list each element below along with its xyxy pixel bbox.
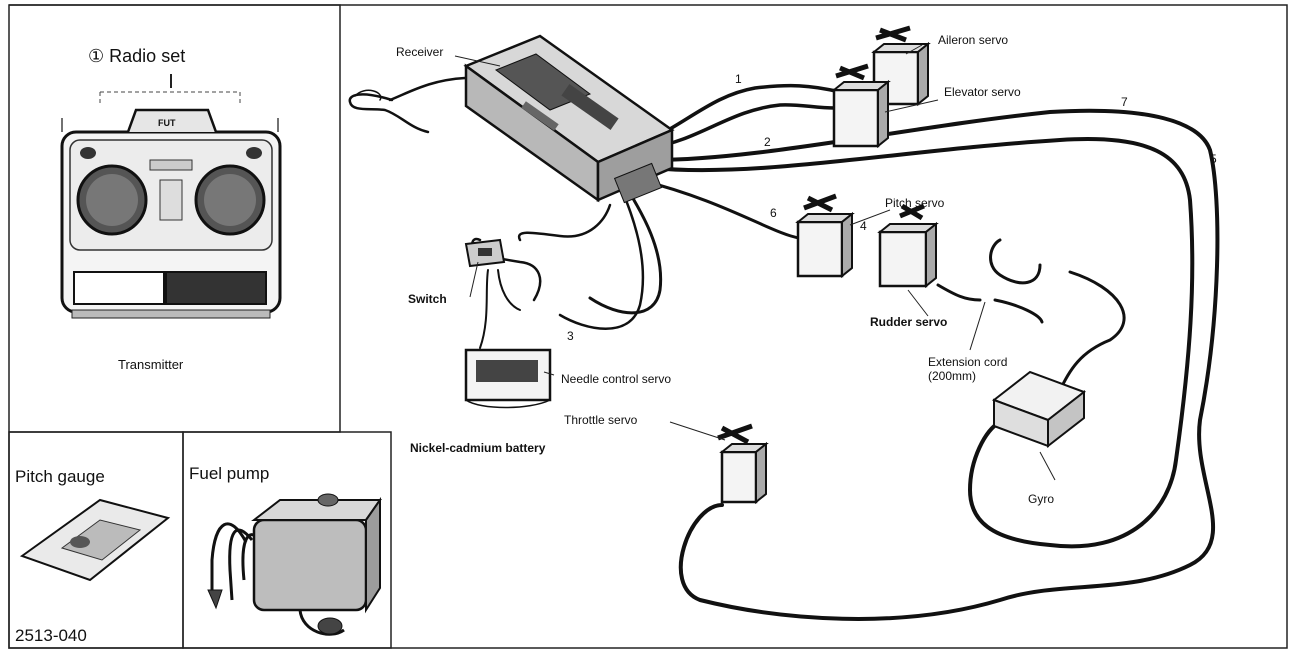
channel-mark-1: 1 bbox=[735, 73, 742, 87]
part-number-label: 2513-040 bbox=[15, 626, 87, 646]
radio-set-heading: ① Radio set bbox=[88, 46, 185, 67]
svg-text:FUT: FUT bbox=[158, 118, 176, 128]
pitch-servo-illustration bbox=[798, 196, 852, 276]
radio-set-number: ① bbox=[88, 46, 104, 66]
rudder-servo-illustration bbox=[880, 206, 936, 286]
channel-mark-5: 5 bbox=[1210, 153, 1217, 167]
receiver-label: Receiver bbox=[396, 46, 443, 60]
nicd-battery-label: Nickel-cadmium battery bbox=[410, 442, 550, 456]
wiring bbox=[350, 78, 1218, 619]
aileron-servo-label: Aileron servo bbox=[938, 34, 1008, 48]
channel-mark-2: 2 bbox=[764, 136, 771, 150]
rudder-servo-label: Rudder servo bbox=[870, 316, 947, 330]
receiver-illustration bbox=[466, 36, 672, 203]
channel-mark-3: 3 bbox=[567, 330, 574, 344]
elevator-servo-label: Elevator servo bbox=[944, 86, 1021, 100]
gyro-label: Gyro bbox=[1028, 493, 1054, 507]
channel-mark-6: 6 bbox=[770, 207, 777, 221]
fuel-pump-illustration bbox=[208, 494, 380, 634]
transmitter-illustration: FUT bbox=[62, 74, 280, 318]
throttle-servo-illustration bbox=[718, 426, 766, 502]
switch-illustration bbox=[466, 240, 504, 266]
channel-mark-4: 4 bbox=[860, 220, 867, 234]
needle-control-servo-label: Needle control servo bbox=[561, 373, 671, 387]
radio-set-title: Radio set bbox=[109, 46, 185, 66]
transmitter-label: Transmitter bbox=[118, 358, 183, 373]
pitch-gauge-label: Pitch gauge bbox=[15, 467, 105, 487]
extension-cord-label: Extension cord (200mm) bbox=[928, 356, 1038, 384]
switch-label: Switch bbox=[408, 293, 447, 307]
channel-mark-7: 7 bbox=[1121, 96, 1128, 110]
figure-frame bbox=[9, 5, 1287, 648]
pitch-servo-label: Pitch servo bbox=[885, 197, 944, 211]
pitch-gauge-illustration bbox=[22, 500, 168, 580]
fuel-pump-label: Fuel pump bbox=[189, 464, 269, 484]
throttle-servo-label: Throttle servo bbox=[564, 414, 637, 428]
battery-illustration bbox=[466, 350, 550, 408]
